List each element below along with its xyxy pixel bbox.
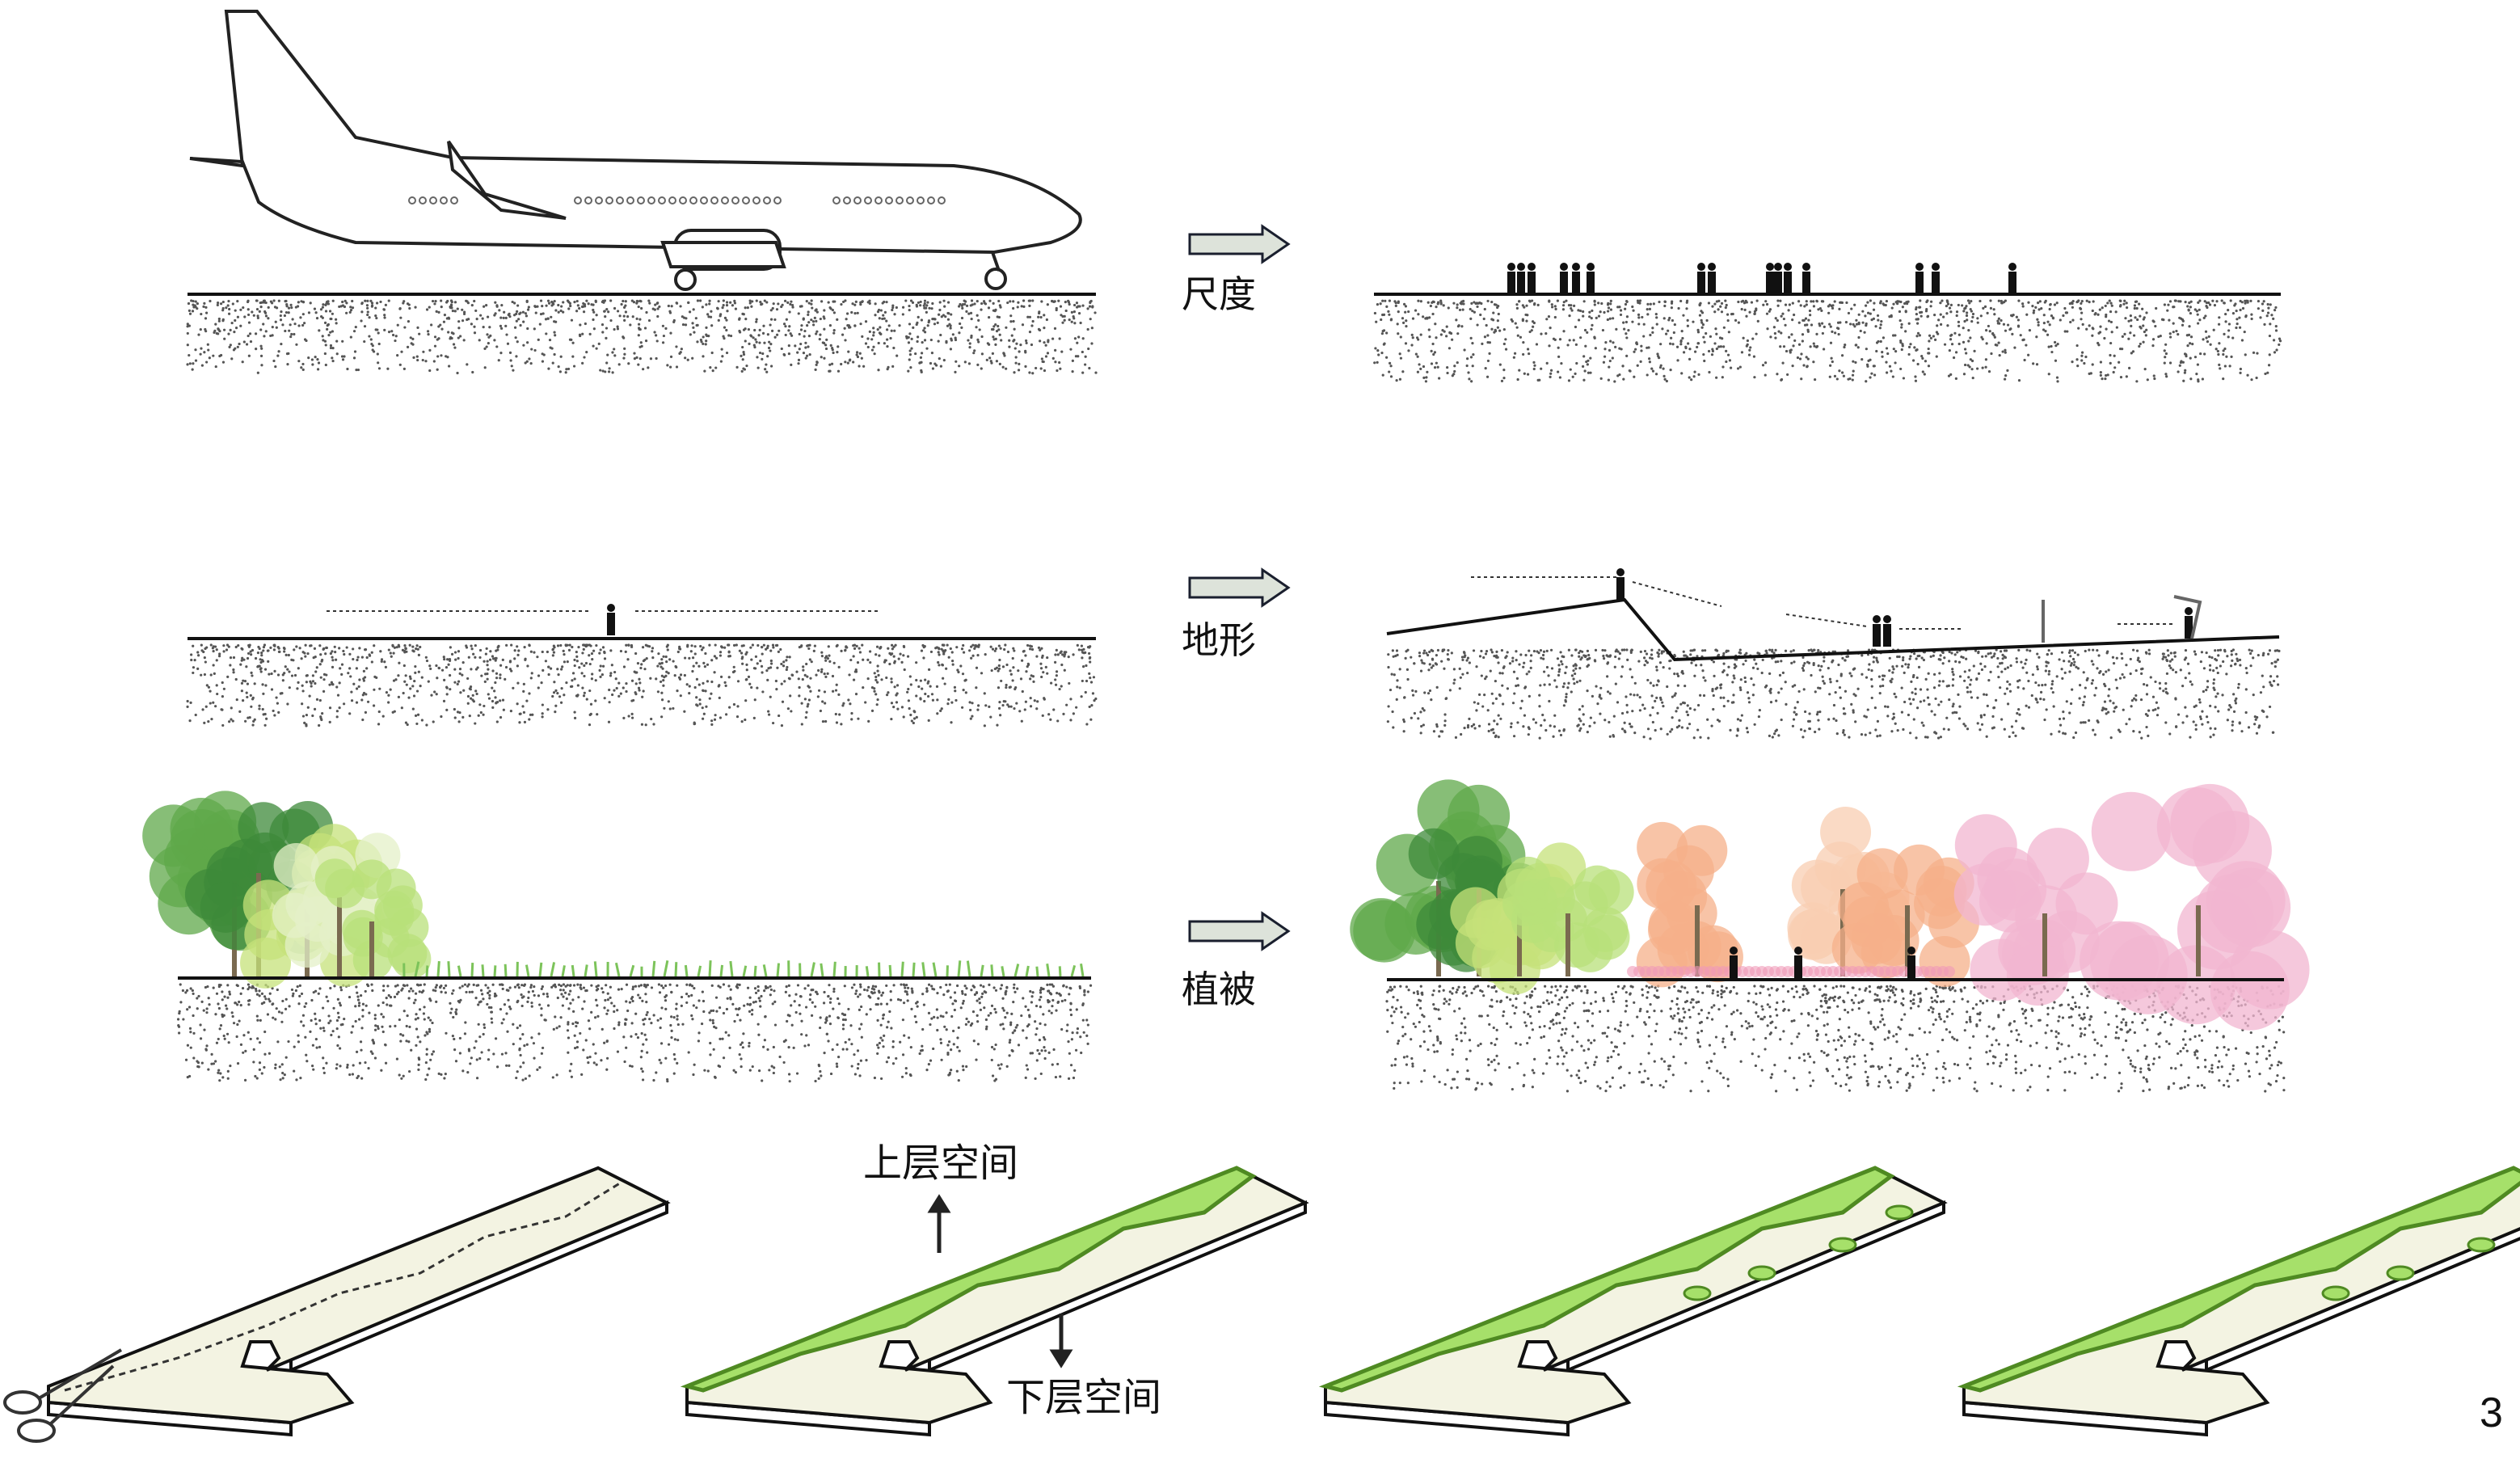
row-terrain: 地形 (188, 568, 2280, 662)
page-number: 3 (2480, 1389, 2503, 1436)
row-scale: 尺度 (188, 10, 2281, 316)
airplane-illustration (189, 10, 1082, 291)
scissors-icon (3, 1348, 123, 1443)
slab-2 (680, 1166, 1309, 1437)
slab-4 (1957, 1166, 2520, 1437)
row-label-scale: 尺度 (1182, 272, 1256, 316)
isometric-slabs (47, 1166, 2520, 1437)
airplane-windows (408, 196, 946, 205)
upper-space-label: 上层空间 (863, 1141, 1018, 1186)
person-silhouette (607, 604, 615, 635)
up-arrow-icon (927, 1194, 951, 1253)
slab-1 (47, 1166, 671, 1437)
row-label-vegetation: 植被 (1182, 968, 1256, 1011)
terrain-line (1386, 597, 2280, 662)
arrow-right-icon (1188, 568, 1290, 607)
people-silhouettes (1507, 263, 2016, 294)
ground-stipple (176, 299, 2286, 1093)
arrow-right-icon (1188, 225, 1290, 264)
lower-space-label: 下层空间 (1006, 1375, 1161, 1420)
row-vegetation: 植被 (142, 779, 2310, 1031)
trees-illustration (142, 779, 2310, 1031)
row-label-terrain: 地形 (1182, 618, 1256, 662)
slab-3 (1318, 1166, 1948, 1437)
arrow-right-icon (1188, 912, 1290, 951)
down-arrow-icon (1049, 1314, 1073, 1368)
